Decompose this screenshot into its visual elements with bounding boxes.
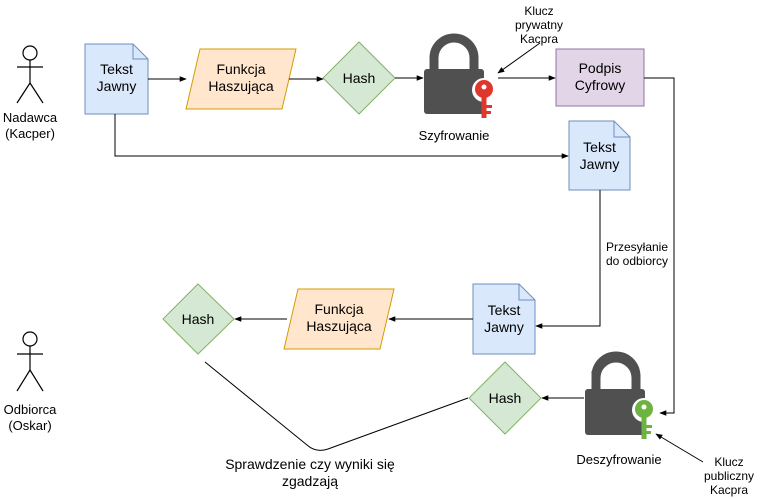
verification-label: Sprawdzenie czy wyniki się zgadzają [225,456,395,489]
digital-signature-label: Podpis Cyfrowy [574,60,626,93]
document-copy-shape[interactable] [568,120,631,191]
hash-left-label: Hash [181,311,215,327]
private-key-icon [472,78,496,118]
document-label: Tekst Jawny [96,61,137,94]
public-key-label: Klucz publiczny Kacpra [703,455,755,497]
private-key-label: Klucz prywatny Kacpra [514,4,564,46]
document-copy-label: Tekst Jawny [579,139,620,172]
hash-function-shape[interactable] [185,48,297,110]
hash-decrypted-label: Hash [488,390,522,406]
hash-function-bottom-shape[interactable] [283,288,395,350]
decryption-label: Deszyfrowanie [576,452,662,467]
flow-connectors [114,42,704,463]
hash-decrypted-diamond[interactable] [468,361,542,435]
hash-diamond[interactable] [322,41,396,115]
document-shape[interactable] [84,43,149,115]
sender-actor-icon [16,45,44,104]
encryption-label: Szyfrowanie [418,128,490,143]
receiver-label: Odbiorca (Oskar) [3,402,57,433]
receiver-actor-icon [16,331,44,392]
padlock-icon [424,33,484,114]
transmission-label: Przesyłanie do odbiorcy [601,240,673,268]
public-key-icon [632,398,656,439]
document-received-shape[interactable] [472,283,536,355]
hash-label: Hash [342,70,376,86]
hash-function-bottom-label: Funkcja Haszująca [306,301,372,334]
hash-function-label: Funkcja Haszująca [208,61,274,94]
document-received-label: Tekst Jawny [484,302,524,335]
padlock-decrypt-icon [585,351,645,435]
hash-left-diamond[interactable] [162,283,235,355]
sender-label: Nadawca (Kacper) [2,110,58,141]
